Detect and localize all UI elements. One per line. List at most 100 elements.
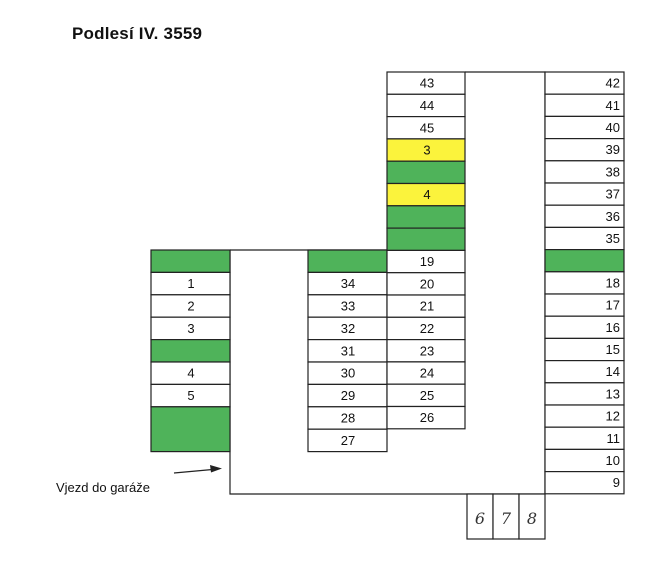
parking-spot-center-right-column-6: [386, 205, 466, 229]
parking-spot-number: 5: [187, 388, 194, 403]
parking-spot-center-right-column-8: 19: [386, 249, 466, 274]
parking-spot-center-right-column-1: 44: [386, 93, 466, 118]
small-spot-number: 7: [501, 509, 512, 528]
parking-spot-center-right-column-12: 23: [386, 339, 466, 363]
parking-spot-center-left-column-1: 34: [307, 271, 388, 296]
parking-spot-number: 3: [187, 321, 194, 336]
parking-spot-right-column-14: 13: [544, 382, 625, 406]
parking-spot-cell: [544, 471, 625, 495]
parking-spot-number: 34: [341, 276, 355, 291]
plan-title: Podlesí IV. 3559: [72, 24, 203, 43]
parking-spot-number: 19: [420, 254, 434, 269]
parking-spot-center-right-column-0: 43: [386, 71, 466, 95]
parking-spot-left-column-7: [150, 406, 231, 453]
parking-spot-cell: [386, 227, 466, 252]
parking-spot-number: 28: [341, 411, 355, 426]
parking-spot-center-left-column-7: 28: [307, 406, 388, 430]
parking-spot-number: 18: [606, 275, 620, 290]
parking-spot-number: 27: [341, 433, 355, 448]
parking-spot-number: 38: [606, 164, 620, 179]
parking-spot-cell: [386, 160, 466, 185]
parking-spot-right-column-17: 10: [544, 448, 625, 473]
parking-spot-cell: [150, 249, 231, 273]
parking-spot-left-column-5: 4: [150, 361, 231, 385]
parking-spot-right-column-4: 38: [544, 160, 625, 184]
parking-spot-center-right-column-9: 20: [386, 272, 466, 296]
parking-spot-center-right-column-11: 22: [386, 316, 466, 341]
parking-spot-number: 1: [187, 276, 194, 291]
parking-spot-number: 39: [606, 142, 620, 157]
parking-spot-right-column-13: 14: [544, 360, 625, 384]
parking-spot-right-column-12: 15: [544, 337, 625, 362]
parking-spot-number: 24: [420, 366, 434, 381]
parking-spot-number: 33: [341, 299, 355, 314]
parking-spot-number: 43: [420, 76, 434, 91]
parking-spot-number: 22: [420, 321, 434, 336]
parking-spot-left-column-4: [150, 339, 231, 363]
parking-spot-left-column-2: 2: [150, 294, 231, 318]
parking-spot-number: 16: [606, 320, 620, 335]
parking-spot-number: 31: [341, 343, 355, 358]
parking-spot-right-column-7: 35: [544, 226, 625, 251]
parking-spot-right-column-8: [544, 249, 625, 273]
parking-spot-center-right-column-7: [386, 227, 466, 252]
parking-spot-number: 14: [606, 364, 620, 379]
parking-spot-left-column-3: 3: [150, 316, 231, 341]
parking-spot-number: 4: [187, 366, 194, 381]
parking-spot-number: 45: [420, 120, 434, 135]
small-spot-6: 6: [466, 493, 494, 540]
parking-spot-number: 13: [606, 386, 620, 401]
parking-spot-cell: [150, 406, 231, 453]
parking-spot-center-left-column-8: 27: [307, 428, 388, 453]
parking-spot-right-column-11: 16: [544, 315, 625, 340]
small-spot-7: 7: [492, 493, 520, 540]
parking-spot-center-right-column-10: 21: [386, 294, 466, 318]
parking-spot-center-left-column-3: 32: [307, 316, 388, 341]
parking-spot-number: 2: [187, 299, 194, 314]
parking-spot-right-column-16: 11: [544, 426, 625, 451]
parking-spot-right-column-15: 12: [544, 404, 625, 428]
parking-spot-number: 3: [423, 143, 430, 158]
parking-spot-number: 9: [613, 475, 620, 490]
parking-spot-number: 26: [420, 410, 434, 425]
parking-spot-center-right-column-15: 26: [386, 405, 466, 430]
parking-spot-number: 42: [606, 76, 620, 91]
parking-spot-center-right-column-13: 24: [386, 361, 466, 385]
parking-spot-number: 15: [606, 342, 620, 357]
parking-spot-right-column-6: 36: [544, 204, 625, 228]
small-spot-number: 6: [475, 509, 485, 528]
parking-spot-right-column-18: 9: [544, 471, 625, 495]
parking-spot-number: 36: [606, 209, 620, 224]
parking-spot-center-left-column-2: 33: [307, 294, 388, 318]
parking-spot-number: 37: [606, 187, 620, 202]
parking-spot-number: 23: [420, 343, 434, 358]
parking-spot-center-right-column-5: 4: [386, 182, 466, 207]
parking-spot-cell: [150, 339, 231, 363]
parking-spot-number: 41: [606, 98, 620, 113]
entrance-arrow: [173, 465, 222, 474]
parking-spot-center-left-column-6: 29: [307, 383, 388, 408]
parking-spot-number: 11: [607, 431, 621, 446]
parking-spot-center-right-column-2: 45: [386, 115, 466, 140]
parking-spot-cell: [544, 249, 625, 273]
parking-spot-number: 29: [341, 388, 355, 403]
parking-spot-number: 4: [423, 187, 430, 202]
small-spot-number: 8: [527, 509, 537, 528]
parking-spot-center-right-column-14: 25: [386, 383, 466, 408]
parking-spot-right-column-3: 39: [544, 138, 625, 162]
parking-spot-center-left-column-0: [307, 249, 388, 273]
entrance-label: Vjezd do garáže: [56, 480, 150, 495]
parking-spot-number: 32: [341, 321, 355, 336]
parking-spot-center-right-column-3: 3: [386, 138, 466, 162]
parking-spot-right-column-9: 18: [544, 271, 625, 295]
parking-spot-center-right-column-4: [386, 160, 466, 185]
parking-spot-right-column-2: 40: [544, 115, 625, 140]
parking-spot-number: 12: [606, 409, 620, 424]
parking-spot-cell: [386, 405, 466, 430]
parking-spot-right-column-0: 42: [544, 71, 625, 95]
parking-spot-right-column-5: 37: [544, 182, 625, 206]
parking-spot-cell: [307, 428, 388, 453]
small-spot-8: 8: [518, 493, 546, 540]
parking-spot-left-column-1: 1: [150, 271, 231, 296]
